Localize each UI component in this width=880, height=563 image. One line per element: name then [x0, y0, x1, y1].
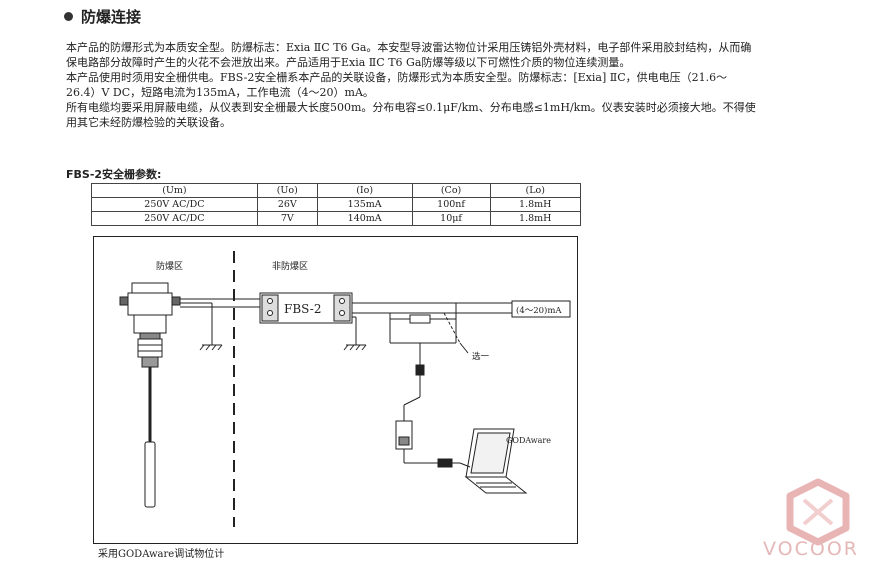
- diagram-caption: 采用GODAware调试物位计: [98, 549, 225, 560]
- brand-name: VOCOOR: [763, 538, 859, 560]
- params-table-title: FBS-2安全栅参数:: [66, 168, 162, 181]
- fbs2-barrier-icon: [259, 292, 353, 324]
- vocoor-logo-icon: [786, 478, 850, 546]
- section-title-text: 防爆连接: [81, 8, 142, 26]
- params-header-row: (Um) (Uo) (Io) (Co) (Lo): [91, 183, 582, 198]
- paragraph-explosion-proof: 本产品的防爆形式为本质安全型。防爆标志：Exia ⅡC T6 Ga。本安型导波雷…: [66, 41, 752, 69]
- choose-one-pointer: [459, 342, 469, 354]
- choose-one-label: 选一: [472, 351, 490, 362]
- table-cell: 7V: [256, 211, 318, 226]
- table-cell: 140mA: [316, 211, 413, 226]
- params-header-uo: (Uo): [256, 183, 318, 198]
- choose-one-pointer: [443, 312, 461, 344]
- software-label: GODAware: [506, 436, 551, 445]
- params-header-lo: (Lo): [489, 183, 582, 198]
- params-header-um: (Um): [91, 183, 258, 198]
- current-output-label: (4～20)mA: [516, 305, 562, 316]
- clip-connector-icon: [403, 364, 425, 421]
- hart-modem-icon: [395, 420, 460, 468]
- body-text: 本产品的防爆形式为本质安全型。防爆标志：Exia ⅡC T6 Ga。本安型导波雷…: [66, 40, 756, 130]
- zone-safe-label: 非防爆区: [272, 260, 308, 272]
- wiring-diagram-svg: 防爆区 非防爆区: [119, 251, 571, 527]
- current-output-box: [511, 300, 571, 318]
- radar-level-transmitter-icon: [119, 282, 181, 508]
- paragraph-safety-barrier: 本产品使用时须用安全栅供电。FBS-2安全栅系本产品的关联设备，防爆形式为本质安…: [66, 71, 728, 99]
- barrier-label: FBS-2: [284, 302, 322, 316]
- wiring-diagram: 防爆区 非防爆区: [93, 236, 578, 544]
- table-row: 250V AC/DC 26V 135mA 100nf 1.8mH: [91, 197, 582, 212]
- resistor-icon: [409, 314, 431, 324]
- table-cell: 10μf: [411, 211, 491, 226]
- ground-symbol-icon: [343, 316, 367, 351]
- table-cell: 135mA: [316, 197, 413, 212]
- laptop-icon: [459, 428, 528, 494]
- table-cell: 100nf: [411, 197, 491, 212]
- params-table: (Um) (Uo) (Io) (Co) (Lo) 250V AC/DC 26V …: [91, 183, 582, 226]
- zone-explosion-label: 防爆区: [156, 260, 183, 272]
- params-header-co: (Co): [411, 183, 491, 198]
- bullet-dot-icon: [64, 12, 73, 21]
- table-cell: 26V: [256, 197, 318, 212]
- params-header-io: (Io): [316, 183, 413, 198]
- table-cell: 1.8mH: [489, 211, 582, 226]
- table-cell: 250V AC/DC: [91, 197, 258, 212]
- section-title: 防爆连接: [64, 6, 141, 27]
- table-cell: 1.8mH: [489, 197, 582, 212]
- paragraph-cable-requirements: 所有电缆均要采用屏蔽电缆，从仪表到安全栅最大长度500m。分布电容≤0.1μF/…: [66, 101, 756, 129]
- table-row: 250V AC/DC 7V 140mA 10μf 1.8mH: [91, 211, 582, 226]
- table-cell: 250V AC/DC: [91, 211, 258, 226]
- ground-symbol-icon: [180, 302, 223, 351]
